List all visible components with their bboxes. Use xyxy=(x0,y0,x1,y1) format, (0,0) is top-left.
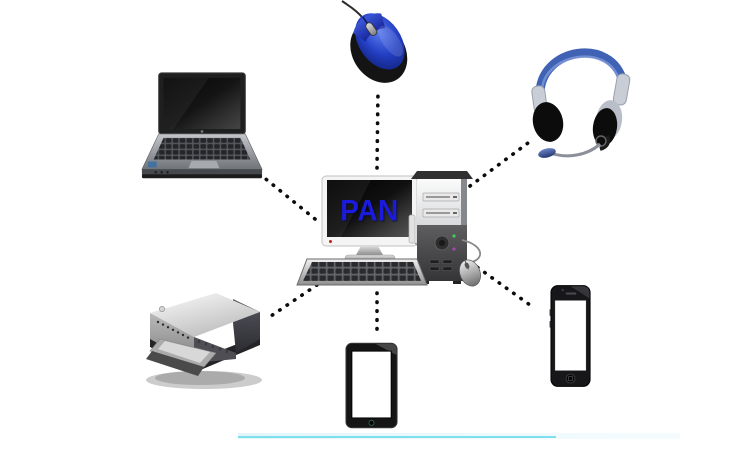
laptop-icon xyxy=(138,72,266,184)
mouse-icon xyxy=(328,0,428,85)
phone-screen xyxy=(554,300,587,371)
smartphone-icon xyxy=(549,283,594,390)
laptop-screen xyxy=(163,77,241,129)
link-pc-printer xyxy=(266,283,319,320)
phone-home-button xyxy=(565,373,576,384)
mouse-cord xyxy=(341,0,363,18)
printer-icon xyxy=(138,283,288,393)
headset-band xyxy=(535,48,628,99)
printer-top xyxy=(150,293,260,337)
headset-mic-tip xyxy=(538,148,556,158)
footer-underline xyxy=(238,436,556,438)
desktop-computer-icon xyxy=(295,163,500,298)
monitor-screen xyxy=(327,180,412,237)
link-pc-headset xyxy=(468,138,534,188)
tablet-icon xyxy=(344,341,401,432)
link-pc-mouse xyxy=(375,88,380,170)
tablet-screen xyxy=(351,350,392,419)
mouse-scroll-wheel xyxy=(365,22,378,36)
headset-mic-boom xyxy=(549,142,602,158)
pan-label: PAN xyxy=(340,194,399,227)
headset-left-earcup xyxy=(532,102,564,142)
desktop-mouse xyxy=(459,259,481,287)
headset-icon xyxy=(522,30,642,160)
tablet-home-button xyxy=(368,419,375,426)
